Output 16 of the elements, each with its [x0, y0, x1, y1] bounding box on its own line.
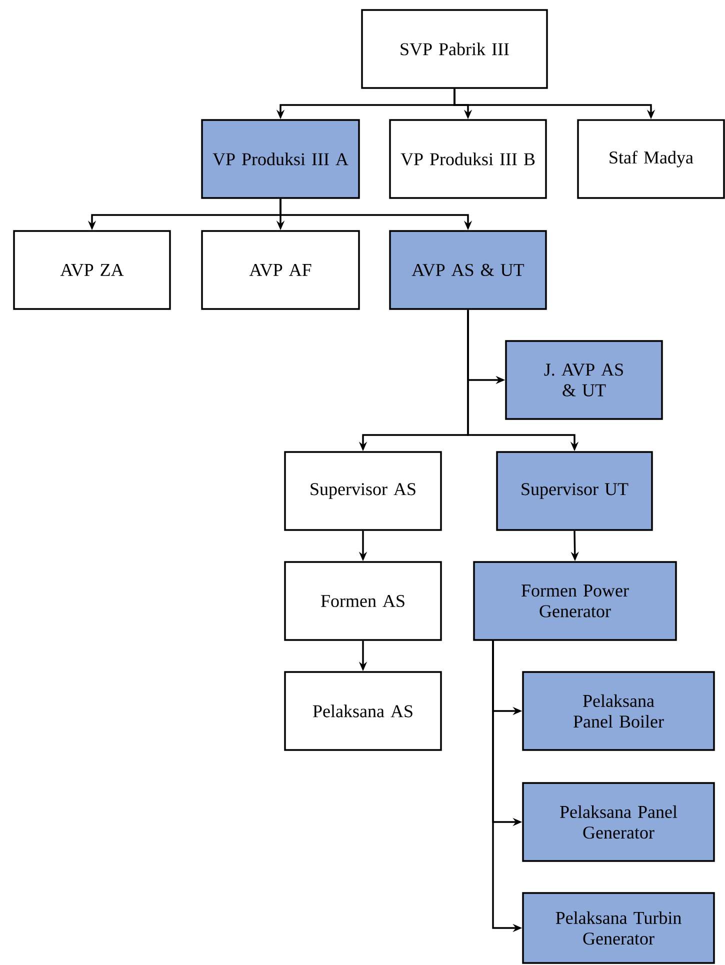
org-box: AVP AF — [201, 230, 360, 310]
org-box: J. AVP AS & UT — [505, 340, 663, 420]
org-box: SVP Pabrik III — [361, 9, 548, 89]
org-box: VP Produksi III B — [389, 119, 547, 199]
org-box: AVP ZA — [13, 230, 171, 310]
org-box: AVP AS & UT — [389, 230, 547, 310]
org-box: Supervisor AS — [284, 451, 442, 531]
org-box: Supervisor UT — [496, 451, 653, 531]
org-box: Pelaksana Panel Boiler — [522, 671, 715, 751]
org-box: Pelaksana Turbin Generator — [522, 892, 715, 964]
org-box: Formen AS — [284, 561, 442, 641]
org-box: Pelaksana AS — [284, 671, 442, 751]
org-box: Pelaksana Panel Generator — [522, 782, 715, 862]
org-box: VP Produksi III A — [201, 119, 360, 199]
org-box: Formen Power Generator — [473, 561, 677, 641]
org-box: Staf Madya — [577, 119, 725, 199]
